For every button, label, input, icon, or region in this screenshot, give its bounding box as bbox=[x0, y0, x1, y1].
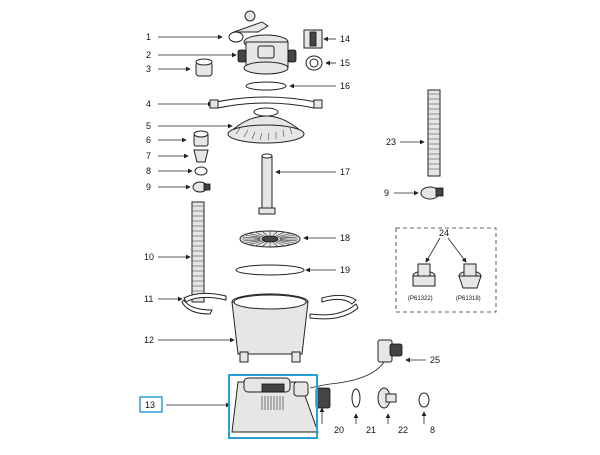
callout-3[interactable]: 3 bbox=[146, 64, 151, 74]
part-13-highlight-box bbox=[228, 374, 318, 439]
callout-4[interactable]: 4 bbox=[146, 99, 151, 109]
callout-8[interactable]: 8 bbox=[146, 166, 151, 176]
inset-code-right: (P61318) bbox=[456, 296, 481, 302]
strainer-variant-right bbox=[458, 263, 482, 289]
part-8-o-ring-bottom bbox=[418, 392, 430, 408]
callout-15[interactable]: 15 bbox=[340, 58, 350, 68]
callout-13[interactable]: 13 bbox=[145, 400, 155, 410]
callout-9-right[interactable]: 9 bbox=[384, 188, 389, 198]
part-10-hose bbox=[191, 201, 205, 303]
part-9-hose-clamp-right bbox=[420, 186, 444, 200]
part-21-o-ring bbox=[351, 388, 361, 408]
callout-24[interactable]: 24 bbox=[439, 228, 449, 238]
part-12-tank bbox=[231, 293, 309, 363]
callout-8-bottom[interactable]: 8 bbox=[430, 425, 435, 435]
part-1-valve-handle bbox=[228, 10, 269, 43]
part-7-adapter bbox=[193, 149, 209, 163]
callout-20[interactable]: 20 bbox=[334, 425, 344, 435]
callout-21[interactable]: 21 bbox=[366, 425, 376, 435]
part-11-clamp-ring bbox=[181, 292, 359, 320]
callout-16[interactable]: 16 bbox=[340, 81, 350, 91]
callout-22[interactable]: 22 bbox=[398, 425, 408, 435]
part-19-tank-o-ring bbox=[235, 264, 305, 276]
part-8-o-ring-small bbox=[194, 166, 208, 176]
callout-6[interactable]: 6 bbox=[146, 135, 151, 145]
callout-13-box[interactable] bbox=[139, 396, 163, 413]
callout-9[interactable]: 9 bbox=[146, 182, 151, 192]
part-23-hose bbox=[427, 89, 441, 177]
leader-lines bbox=[158, 34, 467, 424]
part-15-o-ring bbox=[305, 55, 323, 71]
callout-labels: 1 2 3 4 5 6 7 8 9 10 11 12 13 14 15 16 1… bbox=[144, 32, 481, 435]
inset-part-24-variants bbox=[395, 227, 497, 313]
callout-2[interactable]: 2 bbox=[146, 50, 151, 60]
part-14-plug bbox=[303, 29, 323, 49]
part-3-cap bbox=[195, 58, 213, 77]
part-6-fitting bbox=[193, 130, 209, 147]
callout-23[interactable]: 23 bbox=[386, 137, 396, 147]
callout-17[interactable]: 17 bbox=[340, 167, 350, 177]
part-18-lateral-assembly bbox=[239, 230, 301, 248]
callout-14[interactable]: 14 bbox=[340, 34, 350, 44]
part-5-tank-lid bbox=[227, 107, 305, 144]
part-17-center-pipe bbox=[258, 153, 276, 215]
part-16-o-ring-large bbox=[245, 81, 287, 91]
part-22-union-fitting bbox=[377, 387, 397, 409]
part-13-pump-base bbox=[231, 377, 319, 433]
part-9-hose-clamp bbox=[192, 181, 211, 193]
callout-5[interactable]: 5 bbox=[146, 121, 151, 131]
callout-18[interactable]: 18 bbox=[340, 233, 350, 243]
strainer-variant-left bbox=[412, 263, 436, 287]
callout-10[interactable]: 10 bbox=[144, 252, 154, 262]
callout-1[interactable]: 1 bbox=[146, 32, 151, 42]
callout-25[interactable]: 25 bbox=[430, 355, 440, 365]
part-4-clamp bbox=[209, 96, 323, 109]
part-20-strainer bbox=[315, 387, 331, 409]
inset-code-left: (P61322) bbox=[408, 296, 433, 302]
part-25-power-plug bbox=[309, 339, 403, 389]
callout-7[interactable]: 7 bbox=[146, 151, 151, 161]
part-2-multiport-valve bbox=[237, 34, 297, 75]
callout-12[interactable]: 12 bbox=[144, 335, 154, 345]
callout-19[interactable]: 19 bbox=[340, 265, 350, 275]
callout-11[interactable]: 11 bbox=[144, 294, 153, 304]
